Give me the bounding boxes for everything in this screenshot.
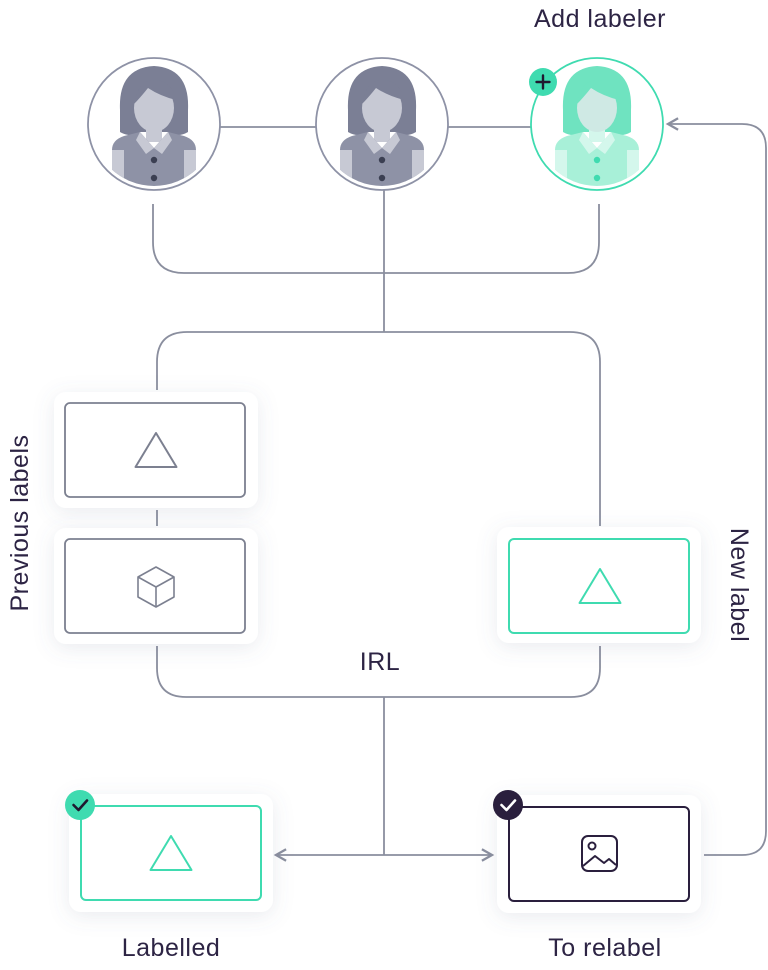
previous-label-card-1 <box>54 392 258 508</box>
person-avatar-icon <box>340 66 424 186</box>
to-relabel-card <box>493 790 701 913</box>
labelled-card <box>65 790 273 912</box>
person-avatar-icon <box>555 66 639 186</box>
connector-lines <box>152 117 767 862</box>
labeler-avatar-new[interactable] <box>529 57 664 192</box>
new-label-label: New label <box>725 528 753 642</box>
irl-label: IRL <box>360 648 400 676</box>
cube-icon <box>137 566 175 608</box>
previous-label-card-2 <box>54 528 258 644</box>
new-label-card <box>497 527 701 643</box>
add-labeler-label: Add labeler <box>534 5 666 33</box>
previous-labels-label: Previous labels <box>6 434 34 611</box>
check-icon <box>65 790 95 820</box>
triangle-icon <box>578 568 622 604</box>
triangle-icon <box>149 835 193 871</box>
check-icon <box>493 790 523 820</box>
labeler-avatar-2 <box>315 57 449 191</box>
triangle-icon <box>134 432 178 468</box>
person-avatar-icon <box>112 66 196 186</box>
labelled-label: Labelled <box>122 934 221 962</box>
plus-icon[interactable] <box>529 68 557 96</box>
to-relabel-label: To relabel <box>548 934 661 962</box>
image-icon <box>581 835 618 872</box>
labeler-avatar-1 <box>87 57 221 191</box>
